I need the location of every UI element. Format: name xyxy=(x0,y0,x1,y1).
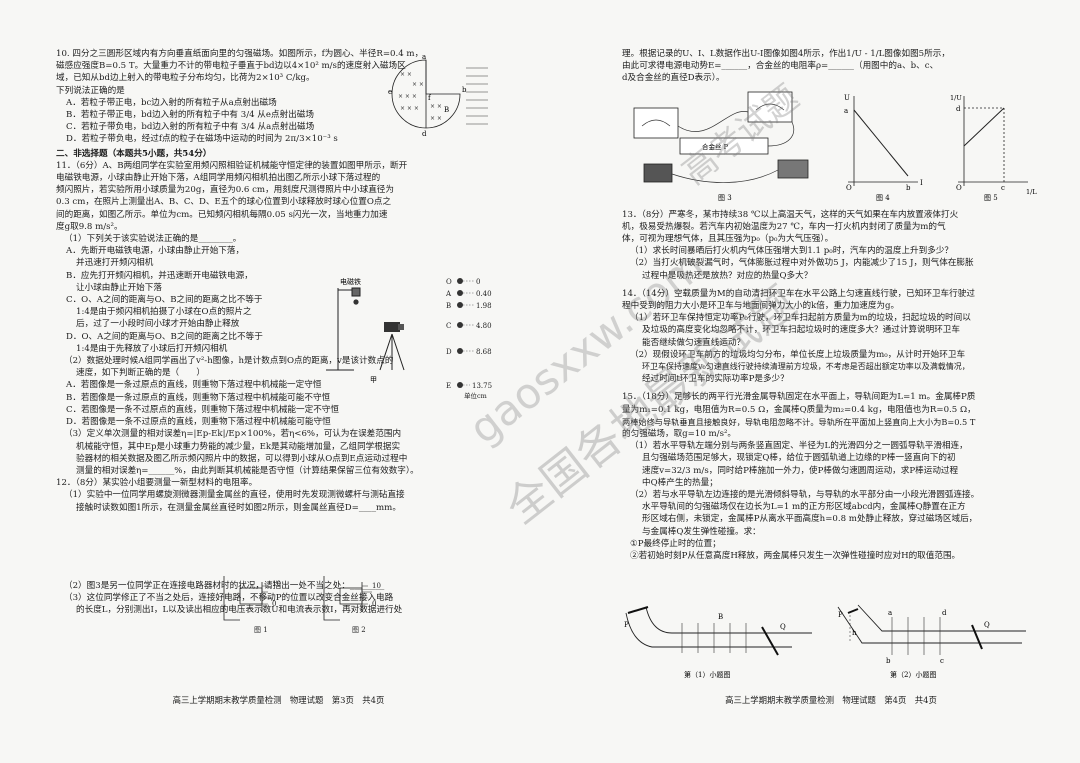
svg-text:O: O xyxy=(846,184,852,192)
svg-text:a: a xyxy=(422,54,426,61)
electromagnet-label: 电磁铁 xyxy=(340,277,361,286)
svg-text:U: U xyxy=(844,94,850,102)
svg-text:10: 10 xyxy=(272,580,281,588)
svg-text:a: a xyxy=(888,609,892,617)
page-3-footer: 高三上学期期末教学质量检测 物理试题 第3页 共4页 xyxy=(172,694,385,705)
q10-option-d: D．若粒子带负电，经过f点的粒子在磁场中运动的时间为 2π/3×10⁻³ s xyxy=(66,134,338,145)
circuit-and-graphs: 合金丝 P 图 3 U I O a b 图 4 xyxy=(628,86,1038,204)
question-11: 11．（6分）A、B两组同学在实验室用频闪照相验证机械能守恒定律的装置如图甲所示… xyxy=(56,160,419,476)
camera xyxy=(384,322,400,332)
svg-text:合金丝 P: 合金丝 P xyxy=(702,142,729,151)
svg-text:b: b xyxy=(906,184,911,192)
svg-text:b: b xyxy=(886,657,891,665)
rail-figures: P B Q 第（1）小题图 P h a d xyxy=(622,603,1032,685)
page-3: 10. 四分之三圆形区域内有方向垂直纸面向里的匀强磁场。如图所示，f为圆心、半径… xyxy=(56,48,502,705)
svg-text:e: e xyxy=(388,88,392,96)
page-4: 理。根据记录的U、I、L数据作出U-I图像如图4所示，作出1/U - 1/L图像… xyxy=(622,48,1040,705)
svg-text:a: a xyxy=(844,107,848,115)
q10-option-a: A．若粒子带正电，bc边入射的所有粒子从a点射出磁场 xyxy=(66,97,277,108)
svg-text:× ×: × × xyxy=(412,81,424,88)
svg-text:P: P xyxy=(624,621,629,629)
svg-text:甲: 甲 xyxy=(370,376,377,384)
svg-text:1/U: 1/U xyxy=(950,94,962,102)
svg-text:P: P xyxy=(838,611,843,619)
svg-text:d: d xyxy=(956,105,961,113)
inverse-line xyxy=(963,107,1005,147)
apparatus-figure: 电磁铁 甲 xyxy=(318,274,430,386)
magnetic-field-figure: × ×× × × × ×× × × × ×× × a d b f e B xyxy=(386,54,494,140)
svg-text:0: 0 xyxy=(476,278,480,286)
micrometer-figures: 10 0 10 0 图 1 图 2 xyxy=(214,568,414,634)
svg-text:B: B xyxy=(446,302,451,310)
question-15: 15．（18分）足够长的两平行光滑金属导轨固定在水平面上，导轨间距为L=1 m。… xyxy=(622,392,980,562)
figure-1-caption: 图 1 xyxy=(254,626,268,634)
svg-text:d: d xyxy=(942,609,947,617)
svg-text:h: h xyxy=(852,629,857,637)
rod-q-1 xyxy=(761,626,779,656)
svg-text:c: c xyxy=(940,657,944,665)
svg-text:0: 0 xyxy=(272,600,276,608)
question-14: 14．（14分）空载质量为M的自动清扫环卫车在水平公路上匀速直线行驶，已知环卫车… xyxy=(622,288,975,385)
ammeter xyxy=(747,91,793,123)
voltmeter xyxy=(633,107,679,139)
figure-4-caption: 图 4 xyxy=(876,194,890,202)
svg-text:B: B xyxy=(444,106,449,114)
svg-text:单位cm: 单位cm xyxy=(464,391,487,400)
question-13: 13．（8分）严寒冬，某市持续38 ℃以上高温天气，这样的天气如果在车内放置液体… xyxy=(622,209,974,281)
q10-option-b: B．若粒子带正电，bd边入射的所有粒子中有 3/4 从e点射出磁场 xyxy=(66,110,314,121)
svg-text:13.75: 13.75 xyxy=(472,382,492,390)
figure-3-caption: 图 3 xyxy=(718,194,732,202)
q10-option-c: C．若粒子带负电，bd边入射的所有粒子中有 3/4 从a点射出磁场 xyxy=(66,122,315,133)
svg-text:b: b xyxy=(462,86,467,94)
question-10: 10. 四分之三圆形区域内有方向垂直纸面向里的匀强磁场。如图所示，f为圆心、半径… xyxy=(56,49,424,145)
svg-text:0: 0 xyxy=(372,600,376,608)
rod-p-2 xyxy=(847,608,859,614)
svg-text:O: O xyxy=(956,184,962,192)
flash-photo-figure: O A B C D E 0 0.40 1.98 4.80 8.68 13.75 … xyxy=(446,274,502,404)
subfigure-1-caption: 第（1）小题图 xyxy=(684,670,730,679)
ball xyxy=(353,299,359,305)
svg-text:1.98: 1.98 xyxy=(476,302,492,310)
svg-text:C: C xyxy=(446,322,451,330)
svg-text:× ×: × × xyxy=(400,71,412,78)
svg-text:Q: Q xyxy=(984,621,990,629)
svg-text:10: 10 xyxy=(372,582,381,590)
svg-text:8.68: 8.68 xyxy=(476,348,492,356)
svg-text:Q: Q xyxy=(780,623,786,631)
rod-p-1 xyxy=(627,606,649,614)
u-i-line xyxy=(853,109,909,177)
svg-text:c: c xyxy=(1001,184,1005,192)
svg-text:0.40: 0.40 xyxy=(476,290,492,298)
section-2-heading: 二、非选择题（本题共5小题，共54分） xyxy=(56,148,212,159)
svg-text:× ×: × × xyxy=(430,103,442,110)
svg-text:B: B xyxy=(718,613,723,621)
subfigure-2-caption: 第（2）小题图 xyxy=(890,670,936,679)
svg-text:1/L: 1/L xyxy=(1026,188,1037,196)
svg-text:D: D xyxy=(446,348,452,356)
q10-stem: 10. 四分之三圆形区域内有方向垂直纸面向里的匀强磁场。如图所示，f为圆心、半径… xyxy=(56,49,424,59)
figure-2-caption: 图 2 xyxy=(352,626,366,634)
svg-text:× ×: × × xyxy=(430,115,442,122)
figure-5-caption: 图 5 xyxy=(984,194,998,202)
svg-text:× × ×: × × × xyxy=(400,105,419,112)
svg-text:A: A xyxy=(446,290,452,298)
svg-text:E: E xyxy=(446,382,451,390)
svg-text:f: f xyxy=(428,94,432,102)
svg-text:I: I xyxy=(920,179,923,187)
svg-text:O: O xyxy=(446,278,452,286)
svg-text:d: d xyxy=(422,130,427,138)
svg-text:× × ×: × × × xyxy=(398,93,417,100)
field-region xyxy=(391,59,461,129)
rod-q-2 xyxy=(971,624,983,650)
page-4-footer: 高三上学期期末教学质量检测 物理试题 第4页 共4页 xyxy=(725,694,937,705)
svg-text:4.80: 4.80 xyxy=(476,322,492,330)
